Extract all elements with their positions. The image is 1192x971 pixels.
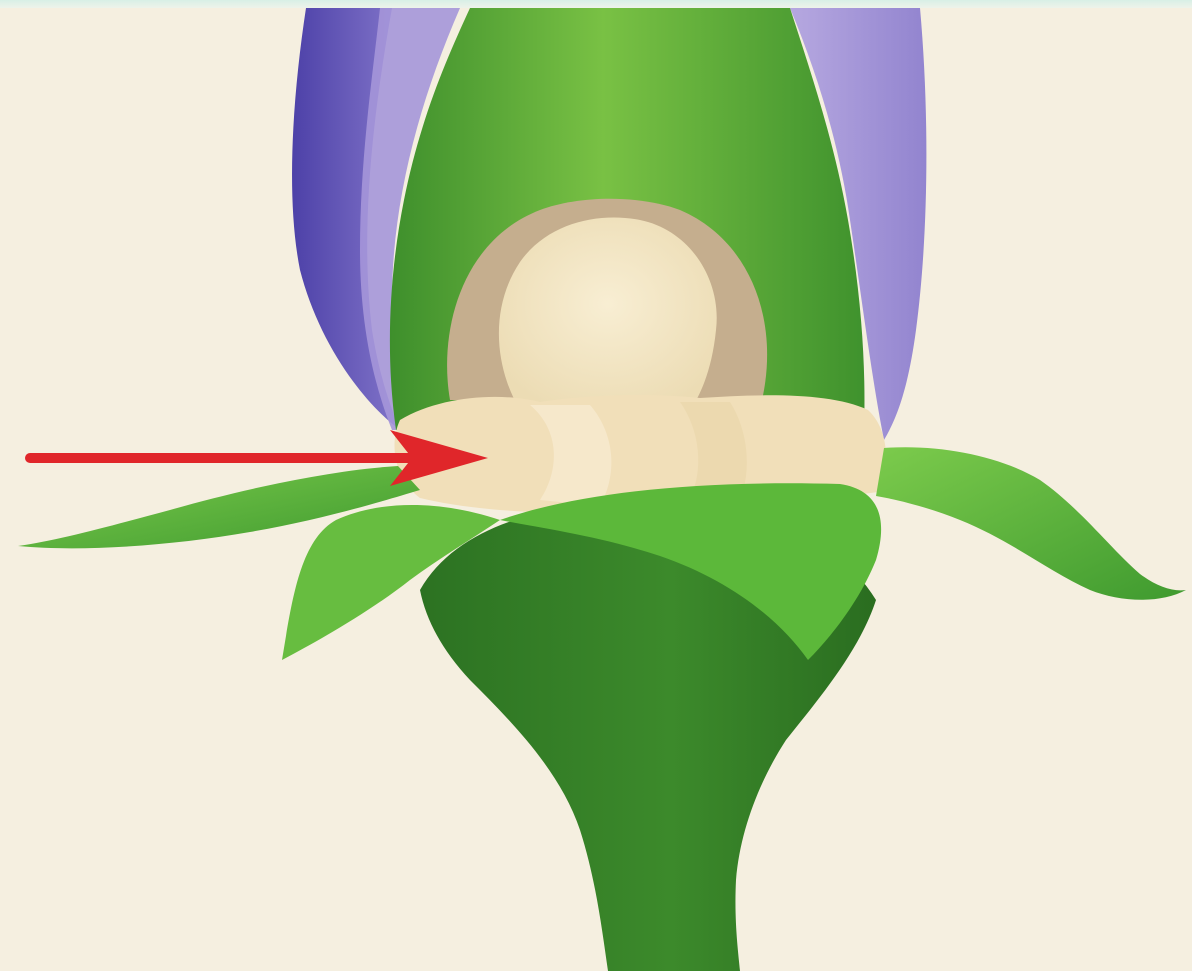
arrow-pointer (30, 430, 488, 486)
sepal-right-long (876, 447, 1186, 600)
